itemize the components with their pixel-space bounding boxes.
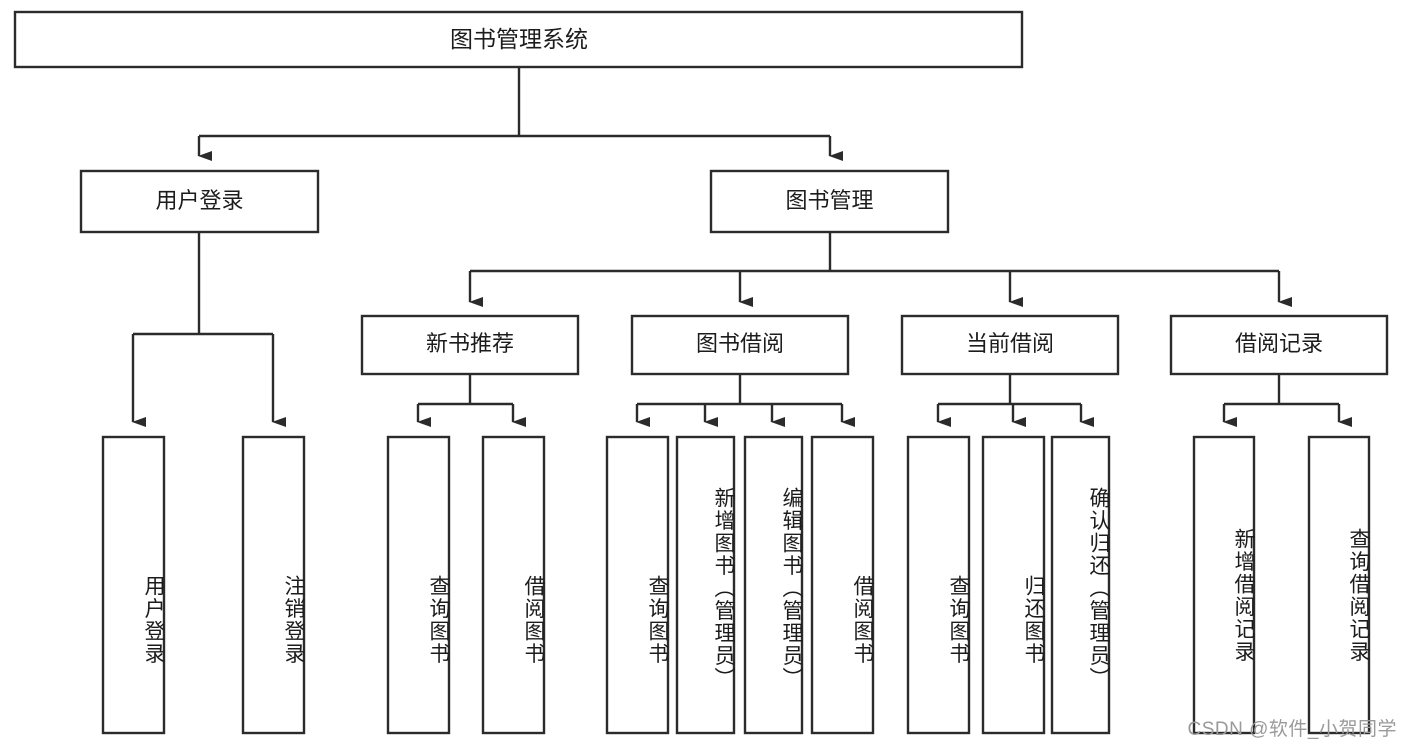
node-root[interactable]: 图书管理系统 (13, 10, 1024, 69)
node-book-borrow[interactable]: 图书借阅 (630, 314, 850, 376)
node-user-login-box[interactable] (79, 169, 320, 234)
connector-group-root (197, 67, 843, 161)
node-user-login-label: 用户登录 (155, 188, 243, 213)
node-borrow-record-box[interactable] (1169, 314, 1389, 376)
watermark-text: CSDN @软件_小贺同学 (1187, 719, 1397, 740)
leaf-label-borrow-record-0: 新增借阅记录 (1232, 528, 1255, 663)
connector-group-book-borrow (635, 374, 855, 427)
leaf-box-book-borrow-0[interactable] (605, 435, 670, 735)
leaf-box-book-borrow-3[interactable] (810, 435, 875, 735)
node-book-manage-label: 图书管理 (785, 188, 873, 213)
leaf-label-new-book-0: 查询图书 (427, 575, 450, 665)
leaf-label-current-borrow-1: 归还图书 (1022, 575, 1045, 665)
leaf-box-user-login-0[interactable] (101, 435, 166, 735)
leaf-box-current-borrow-2[interactable] (1050, 435, 1111, 735)
node-current-borrow-label: 当前借阅 (966, 331, 1054, 356)
connector-group-borrow-record (1222, 374, 1352, 427)
leaf-label-book-borrow-0: 查询图书 (646, 575, 669, 665)
connector-group-current-borrow (936, 374, 1094, 427)
node-book-borrow-box[interactable] (630, 314, 850, 376)
node-book-manage[interactable]: 图书管理 (709, 169, 950, 234)
leaf-label-user-login-0: 用户登录 (142, 575, 165, 665)
leaf-label-borrow-record-1: 查询借阅记录 (1347, 528, 1370, 663)
leaf-box-current-borrow-0[interactable] (906, 435, 971, 735)
leaf-label-book-borrow-3: 借阅图书 (851, 575, 874, 665)
leaf-label-new-book-1: 借阅图书 (522, 575, 545, 665)
node-root-box[interactable] (13, 10, 1024, 69)
leaf-box-user-login-1[interactable] (241, 435, 306, 735)
node-user-login[interactable]: 用户登录 (79, 169, 320, 234)
leaf-box-borrow-record-1[interactable] (1307, 435, 1371, 735)
node-book-manage-box[interactable] (709, 169, 950, 234)
leaf-box-new-book-0[interactable] (386, 435, 451, 735)
leaf-label-user-login-1: 注销登录 (282, 575, 305, 665)
leaf-label-book-borrow-1: 新增图书（管理员） (712, 486, 735, 690)
node-current-borrow-box[interactable] (900, 314, 1120, 376)
connector-group-book-manage (468, 232, 1292, 307)
node-current-borrow[interactable]: 当前借阅 (900, 314, 1120, 376)
leaf-box-current-borrow-1[interactable] (981, 435, 1046, 735)
leaf-box-book-borrow-2[interactable] (743, 435, 804, 735)
node-new-book-recommend-box[interactable] (360, 314, 580, 376)
node-book-borrow-label: 图书借阅 (696, 331, 784, 356)
connector-group-user-login (131, 232, 286, 427)
leaf-label-book-borrow-2: 编辑图书（管理员） (780, 486, 803, 690)
node-borrow-record[interactable]: 借阅记录 (1169, 314, 1389, 376)
leaf-label-current-borrow-2: 确认归还（管理员） (1087, 486, 1110, 690)
node-borrow-record-label: 借阅记录 (1235, 331, 1323, 356)
leaf-box-new-book-1[interactable] (481, 435, 546, 735)
leaf-label-current-borrow-0: 查询图书 (947, 575, 970, 665)
node-new-book-recommend[interactable]: 新书推荐 (360, 314, 580, 376)
node-new-book-recommend-label: 新书推荐 (426, 331, 514, 356)
leaf-box-borrow-record-0[interactable] (1192, 435, 1256, 735)
node-root-label: 图书管理系统 (450, 26, 588, 52)
leaf-box-book-borrow-1[interactable] (675, 435, 736, 735)
connector-group-new-book (416, 374, 526, 427)
